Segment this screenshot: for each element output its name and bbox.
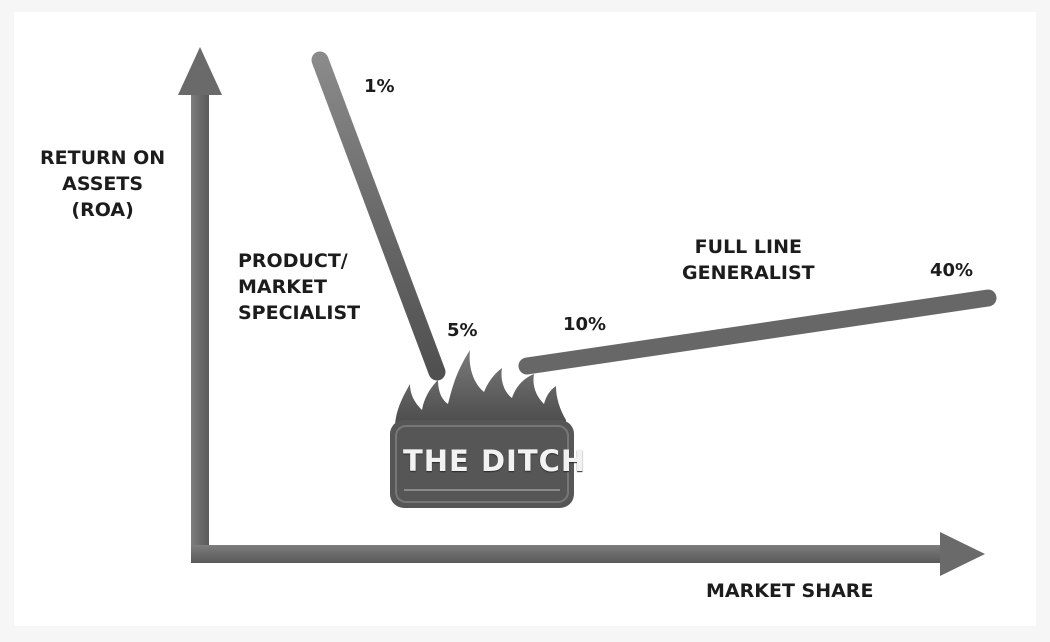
share-label-5pct: 5% — [447, 320, 478, 341]
specialist-label: PRODUCT/ MARKET SPECIALIST — [238, 250, 361, 324]
y-axis-arrow — [178, 47, 222, 563]
x-axis-arrow — [191, 532, 985, 576]
share-label-1pct: 1% — [364, 76, 395, 97]
specialist-line — [311, 51, 446, 381]
share-label-10pct: 10% — [563, 314, 607, 335]
y-axis-label: RETURN ON ASSETS (ROA) — [40, 147, 166, 221]
generalist-label: FULL LINE GENERALIST — [682, 236, 815, 284]
flame-icon — [395, 350, 566, 428]
share-label-40pct: 40% — [930, 260, 974, 281]
x-axis-label: MARKET SHARE — [706, 580, 874, 602]
ditch-graphic — [390, 350, 574, 508]
ditch-label: THE DITCH — [403, 444, 587, 478]
generalist-line — [518, 289, 997, 375]
